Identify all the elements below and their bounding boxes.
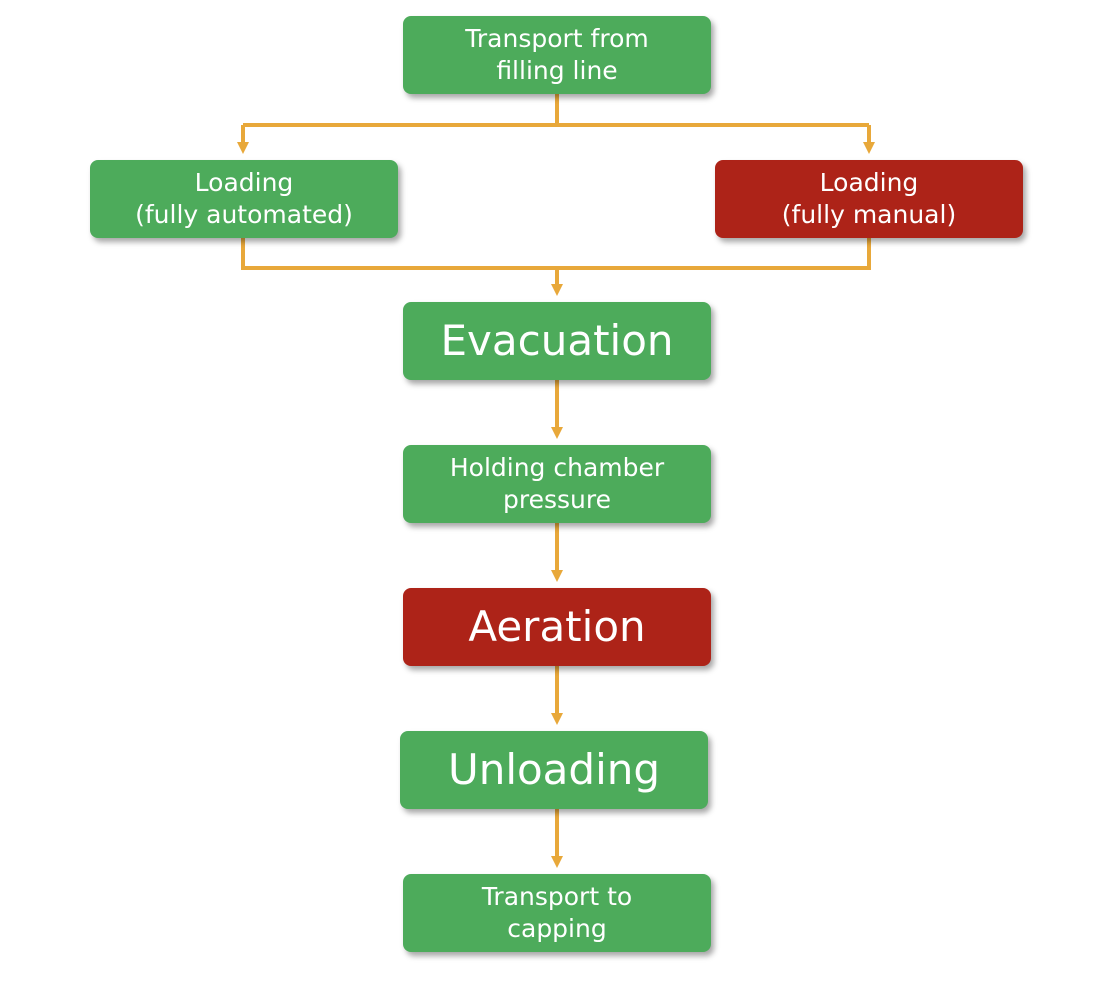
node-transport-from-filling-line: Transport from filling line: [403, 16, 711, 94]
node-evacuation: Evacuation: [403, 302, 711, 380]
connector-merge: [241, 238, 871, 270]
node-holding-chamber-pressure: Holding chamber pressure: [403, 445, 711, 523]
node-aeration: Aeration: [403, 588, 711, 666]
connector-split: [243, 94, 869, 127]
node-loading-fully-automated: Loading (fully automated): [90, 160, 398, 238]
node-loading-fully-manual: Loading (fully manual): [715, 160, 1023, 238]
node-unloading: Unloading: [400, 731, 708, 809]
node-transport-to-capping: Transport to capping: [403, 874, 711, 952]
